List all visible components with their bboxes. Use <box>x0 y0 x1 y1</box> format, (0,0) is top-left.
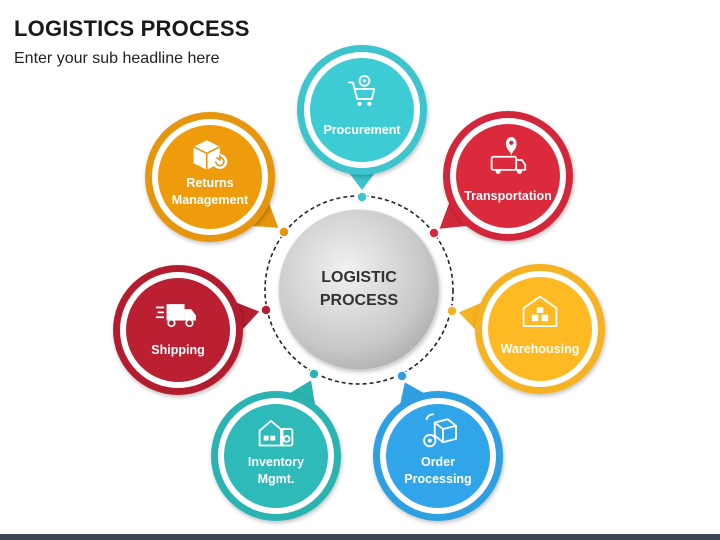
returns-management-inner-circle <box>158 125 262 229</box>
bottom-bar <box>0 534 720 540</box>
center-node: LOGISTIC PROCESS <box>278 209 440 371</box>
procurement-label-line1: Procurement <box>323 123 401 137</box>
center-label-line1: LOGISTIC <box>321 269 397 286</box>
order-processing-inner-circle <box>386 404 490 508</box>
warehousing-orbit-dot <box>446 305 458 317</box>
order-processing-label-line1: Order <box>421 455 455 469</box>
procurement-inner-circle <box>310 58 414 162</box>
warehouse-icon <box>522 295 558 328</box>
shipping-inner-circle <box>126 278 230 382</box>
shipping-label-line1: Shipping <box>151 343 204 357</box>
order-processing-orbit-dot <box>396 370 408 382</box>
inventory-mgmt-label-line1: Inventory <box>248 455 304 469</box>
inventory-icon <box>258 419 294 447</box>
transportation-orbit-dot <box>428 227 440 239</box>
returns-management-orbit-dot <box>278 226 290 238</box>
node-shipping: Shipping <box>113 265 272 395</box>
box-gear-icon <box>423 413 457 448</box>
inventory-mgmt-label-line2: Mgmt. <box>258 472 295 486</box>
returns-management-label-line2: Management <box>172 193 249 207</box>
delivery-van-icon <box>155 304 197 328</box>
transportation-inner-circle <box>456 124 560 228</box>
returns-management-label-line1: Returns <box>186 176 233 190</box>
process-nodes: ProcurementTransportationWarehousingOrde… <box>113 45 605 521</box>
page-title: LOGISTICS PROCESS <box>14 16 250 41</box>
inventory-mgmt-orbit-dot <box>308 368 320 380</box>
truck-pin-icon <box>490 137 527 174</box>
page-subtitle: Enter your sub headline here <box>14 50 220 67</box>
inventory-mgmt-inner-circle <box>224 404 328 508</box>
node-transportation: Transportation <box>428 111 573 241</box>
transportation-label-line1: Transportation <box>464 189 552 203</box>
warehousing-label-line1: Warehousing <box>501 342 580 356</box>
center-label-line2: PROCESS <box>320 292 399 309</box>
warehousing-inner-circle <box>488 277 592 381</box>
shipping-orbit-dot <box>260 304 272 316</box>
node-warehousing: Warehousing <box>446 264 605 394</box>
return-box-icon <box>193 140 228 170</box>
cart-gear-icon <box>347 75 376 106</box>
procurement-orbit-dot <box>356 191 368 203</box>
order-processing-label-line2: Processing <box>404 472 471 486</box>
node-procurement: Procurement <box>297 45 427 203</box>
